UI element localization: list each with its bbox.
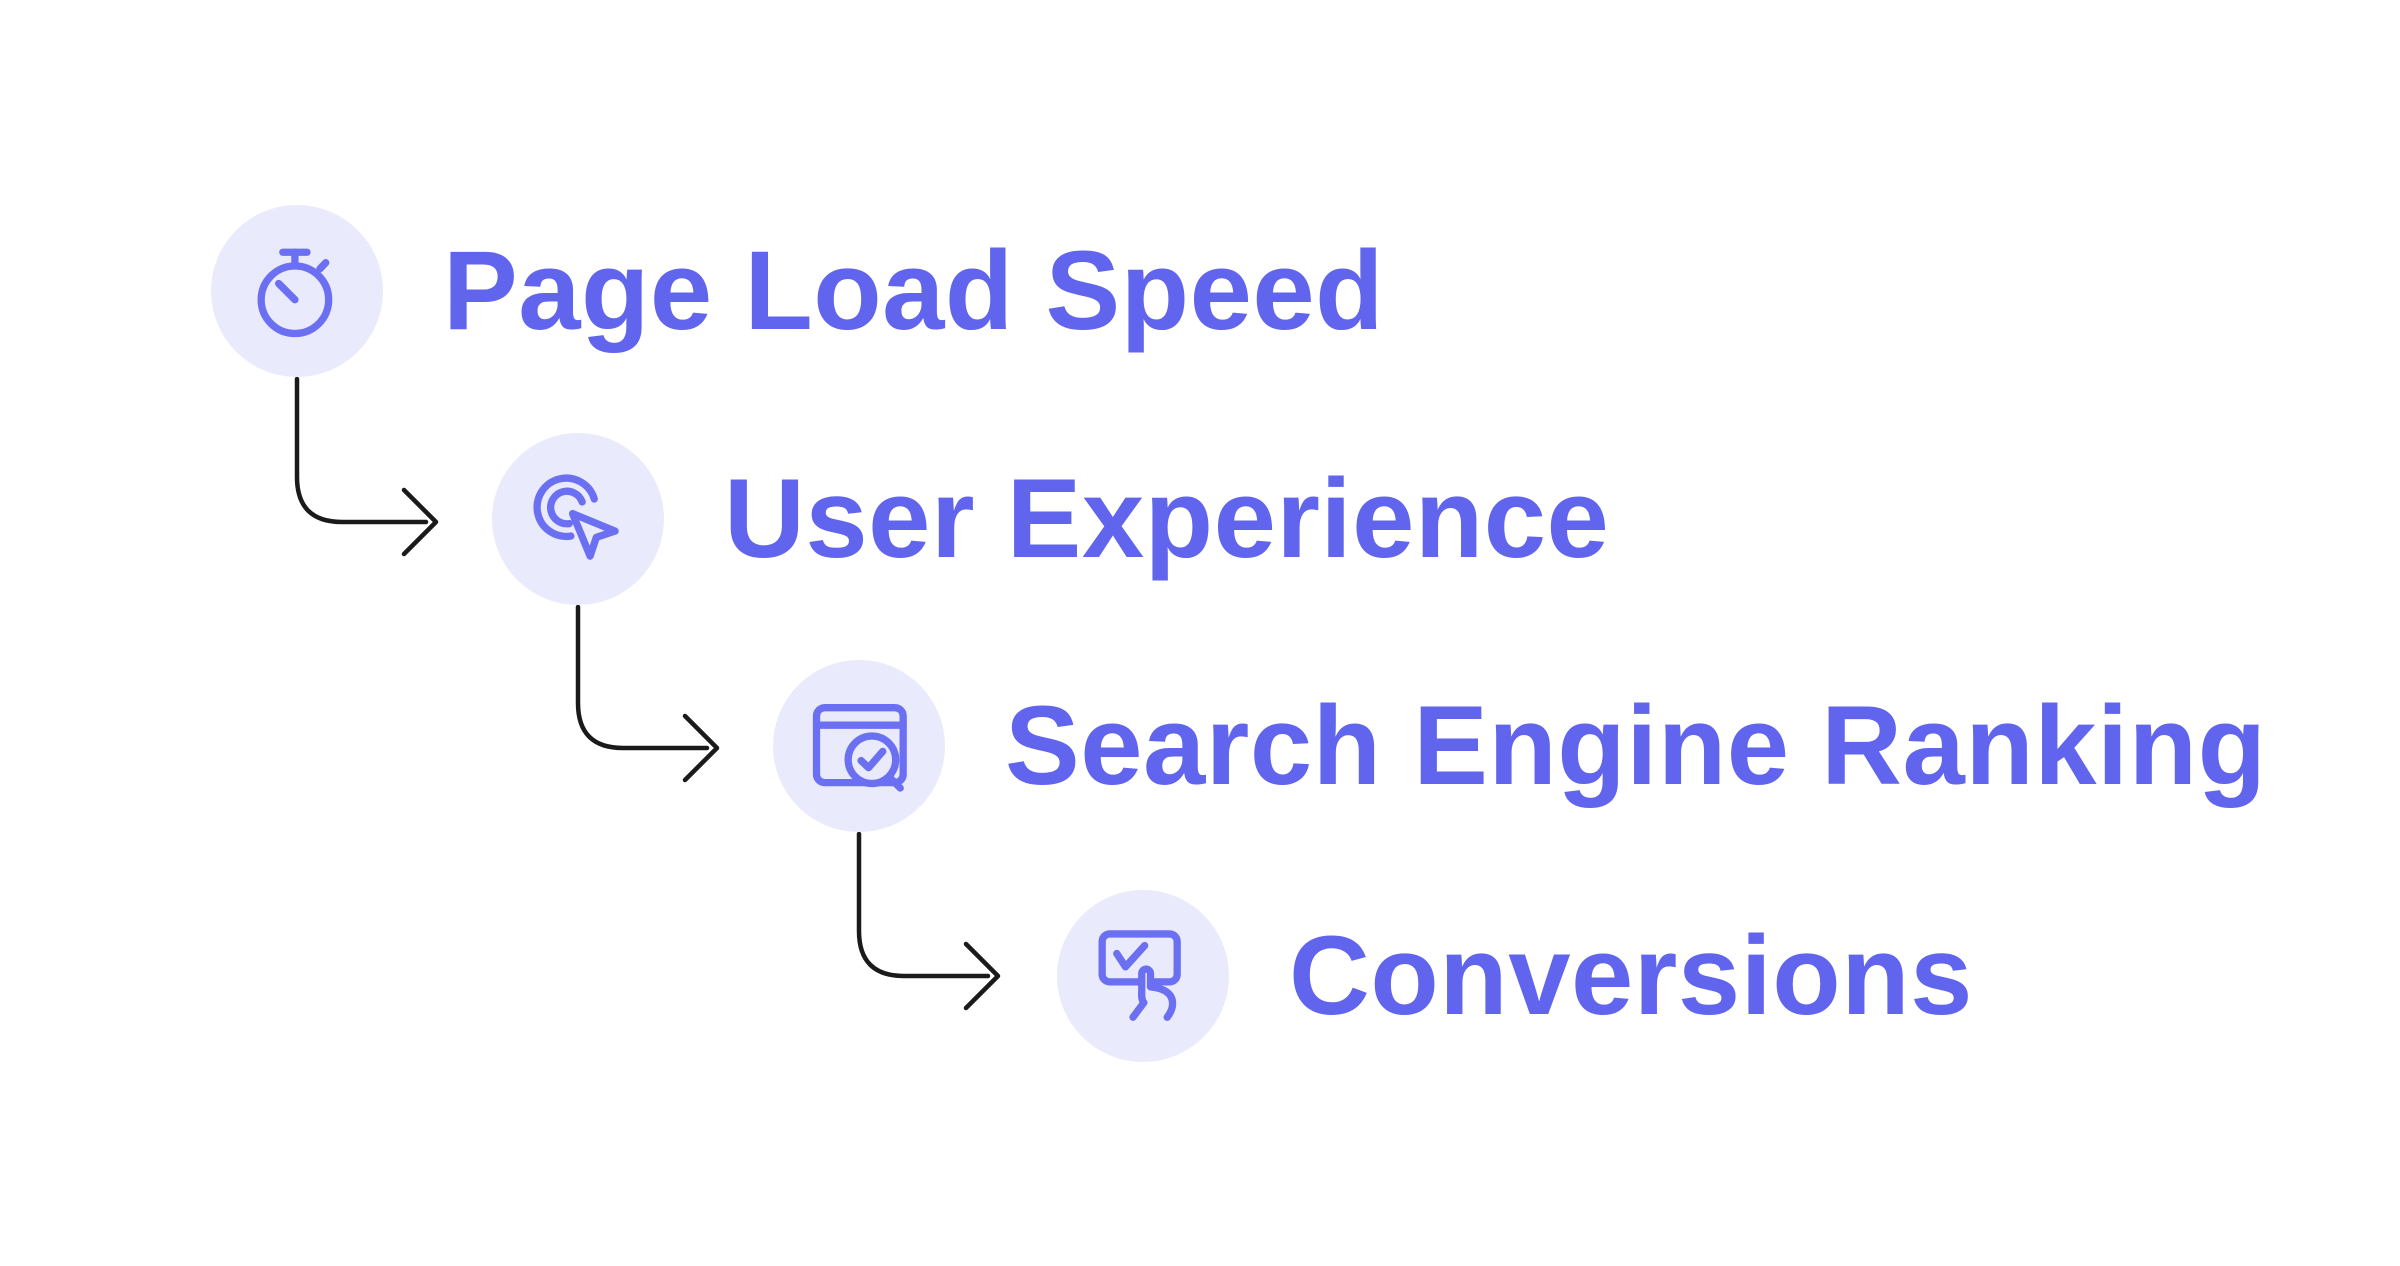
- tap-check-icon: [1098, 930, 1181, 1021]
- step-4-icon-bubble: [1057, 890, 1229, 1062]
- stopwatch-icon: [257, 248, 333, 338]
- step-3-label: Search Engine Ranking: [1005, 683, 2267, 808]
- step-1-icon-bubble: [211, 205, 383, 377]
- step-4-label: Conversions: [1289, 913, 1973, 1038]
- arrow-1: [294, 376, 439, 557]
- arrow-3: [856, 831, 1001, 1011]
- browser-search-check-icon: [812, 704, 907, 792]
- arrow-2: [575, 604, 720, 783]
- cursor-click-icon: [533, 474, 619, 560]
- step-2-icon-bubble: [492, 433, 664, 605]
- step-2-label: User Experience: [724, 456, 1610, 581]
- step-3-icon-bubble: [773, 660, 945, 832]
- step-1-label: Page Load Speed: [443, 228, 1385, 353]
